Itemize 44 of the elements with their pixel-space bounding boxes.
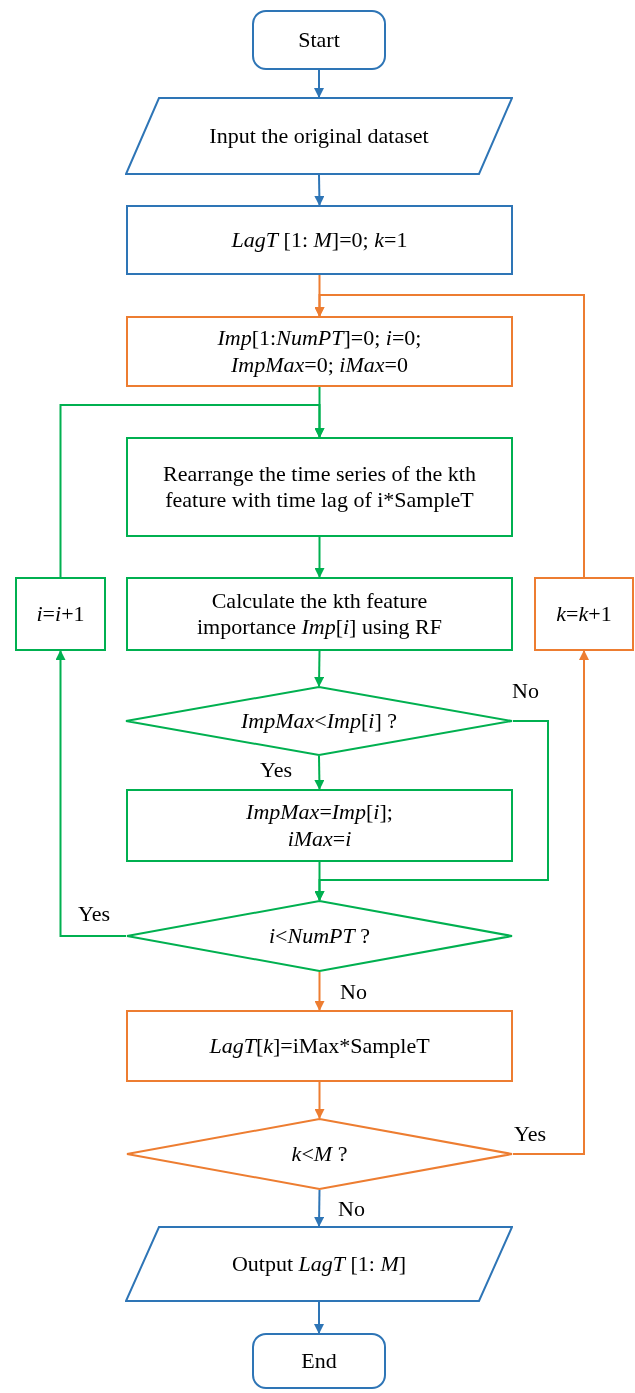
node-text: LagT [1: M]=0; k=1 [230, 226, 409, 254]
process-box [126, 437, 513, 537]
io-parallelogram [125, 1226, 513, 1302]
node-text: ImpMax=Imp[i]; iMax=i [245, 799, 394, 852]
arrow [55, 650, 127, 937]
process-box [15, 577, 106, 651]
arrow [314, 1081, 325, 1119]
decision-diamond [126, 1118, 513, 1190]
node-text: ImpMax<Imp[i] ? [240, 707, 398, 735]
arrow [314, 1301, 324, 1334]
arrow [314, 971, 325, 1011]
arrow [512, 650, 589, 1155]
node-text: Calculate the kth feature importance Imp[i] using RF [195, 587, 444, 641]
arrow [314, 861, 325, 901]
arrow [314, 294, 585, 578]
node-text: i<NumPT ? [267, 922, 372, 950]
process-box [126, 316, 513, 387]
process-box [126, 205, 513, 275]
node-text: Imp[1:NumPT]=0; i=0; ImpMax=0; iMax=0 [216, 325, 423, 378]
process-box [126, 789, 513, 862]
arrow [314, 69, 324, 98]
arrow [314, 755, 325, 790]
node-text: Rearrange the time series of the kth feature with time lag of i*SampleT [162, 460, 477, 514]
decision-diamond [125, 686, 513, 756]
decision-diamond [126, 900, 513, 972]
process-box [126, 1010, 513, 1082]
node-text: Input the original dataset [208, 122, 430, 150]
terminal-box [252, 10, 386, 70]
arrow [314, 1189, 325, 1227]
node-text: k=k+1 [555, 600, 613, 628]
process-box [126, 577, 513, 651]
terminal-box [252, 1333, 386, 1389]
arrow [59, 404, 325, 578]
node-text: End [300, 1347, 338, 1375]
io-parallelogram [125, 97, 513, 175]
node-text: Start [297, 26, 341, 54]
arrow [314, 650, 325, 687]
node-text: Output LagT [1: M] [230, 1250, 408, 1278]
node-text: i=i+1 [35, 600, 86, 628]
arrow [314, 536, 325, 578]
arrow [314, 174, 325, 206]
node-text: LagT[k]=iMax*SampleT [208, 1032, 431, 1060]
process-box [534, 577, 634, 651]
node-text: k<M ? [290, 1140, 349, 1168]
